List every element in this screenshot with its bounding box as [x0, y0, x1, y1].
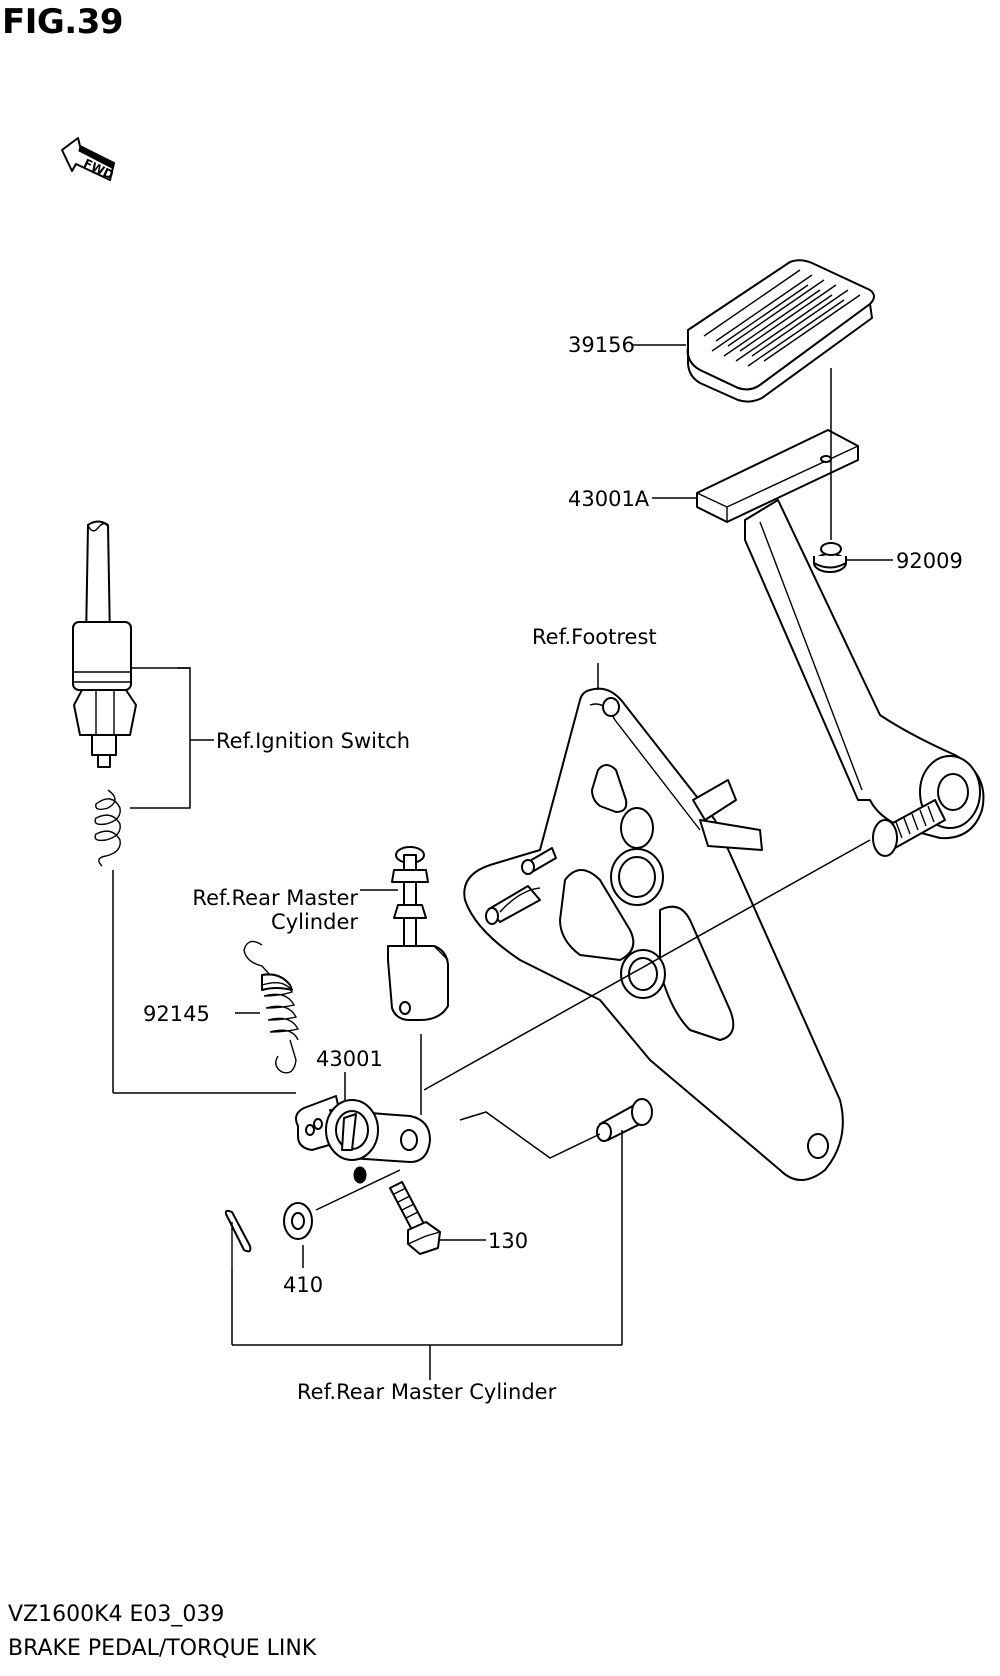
part-number-43001: 43001 — [316, 1047, 383, 1071]
ref-rear-master-label-line1: Ref.Rear Master — [192, 886, 358, 910]
footrest-bracket — [423, 663, 871, 1181]
cotter-pin — [224, 1209, 252, 1268]
clevis-pin — [459, 1098, 653, 1159]
ref-rear-master-cylinder-bottom-label: Ref.Rear Master Cylinder — [297, 1380, 557, 1404]
torque-link-43001 — [295, 1072, 431, 1184]
fwd-arrow-icon: FWD — [61, 137, 116, 182]
figure-title: FIG.39 — [2, 2, 124, 42]
part-number-92009: 92009 — [896, 549, 963, 573]
ref-ignition-switch-label: Ref.Ignition Switch — [216, 729, 410, 753]
part-number-130: 130 — [488, 1229, 528, 1253]
ref-footrest-label: Ref.Footrest — [532, 625, 657, 649]
washer-410 — [283, 1169, 401, 1268]
spring-92145 — [235, 940, 300, 1074]
bolt-130 — [389, 1181, 486, 1255]
figure-name: BRAKE PEDAL/TORQUE LINK — [8, 1636, 317, 1661]
part-number-39156: 39156 — [568, 333, 635, 357]
part-number-410: 410 — [283, 1273, 323, 1297]
part-number-92145: 92145 — [143, 1002, 210, 1026]
ref-rear-master-label-line2: Cylinder — [271, 910, 358, 934]
bolt-92009 — [813, 368, 847, 573]
figure-code: VZ1600K4 E03_039 — [8, 1602, 225, 1627]
ignition-switch — [72, 520, 296, 1094]
pedal-pad-rubber — [686, 259, 875, 403]
part-number-43001A: 43001A — [568, 487, 650, 511]
pedal-plate — [696, 429, 985, 857]
rear-master-cylinder-ref-bracket — [231, 1130, 623, 1380]
master-cylinder-clevis — [360, 846, 449, 1115]
